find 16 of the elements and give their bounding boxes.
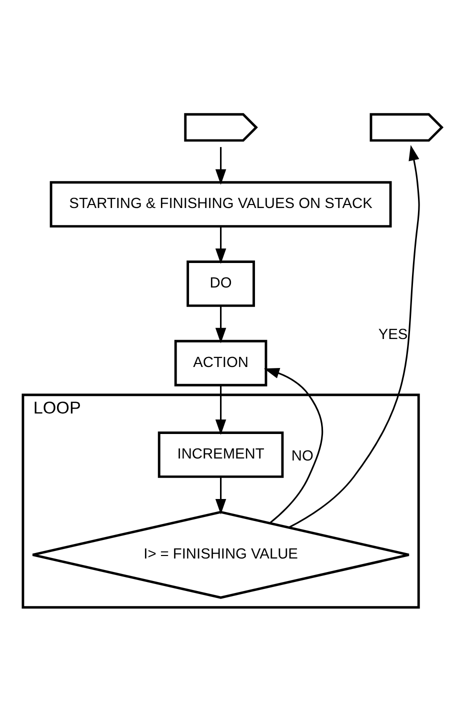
node-pentagon [184, 112, 258, 142]
node-diamond: I> = FINISHING VALUE [32, 510, 410, 598]
arrow [215, 146, 226, 184]
arrow [264, 368, 324, 524]
node-box: INCREMENT [158, 431, 284, 478]
node-box: STARTING & FINISHING VALUES ON STACK [50, 180, 392, 228]
arrow [288, 144, 420, 528]
arrow [215, 384, 226, 434]
arrow [215, 226, 226, 264]
edge-label: NO [291, 448, 314, 464]
node-box: ACTION [174, 339, 268, 386]
node-box: DO [186, 260, 255, 306]
arrow [215, 476, 226, 514]
edge-label: YES [378, 326, 408, 343]
node-pentagon [370, 112, 444, 142]
arrow [215, 305, 226, 343]
